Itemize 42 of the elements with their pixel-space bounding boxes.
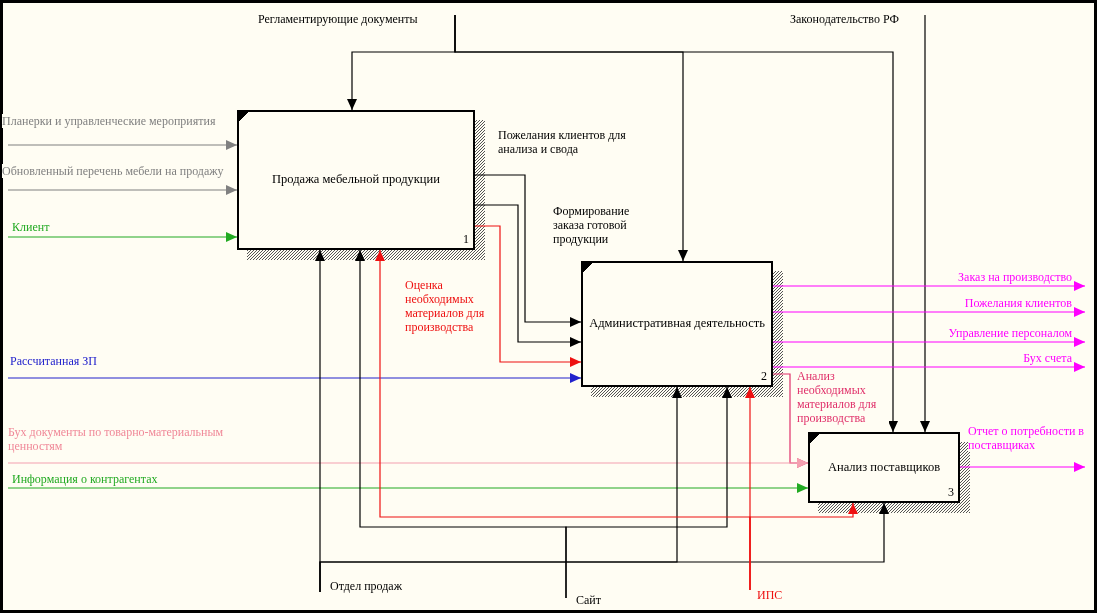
process-title: Анализ поставщиков — [826, 459, 942, 475]
arrow — [959, 462, 1086, 472]
edge-label: Планерки и управленческие мероприятия — [2, 114, 216, 128]
edge-label: Регламентирующие документы — [258, 12, 418, 26]
arrow — [749, 502, 858, 591]
edge-label: Бух счета — [1023, 351, 1072, 365]
edge-label: Управление персоналом — [948, 326, 1072, 340]
edge-label: Пожелания клиентов — [964, 296, 1072, 310]
arrow — [920, 14, 930, 433]
process-box — [808, 432, 960, 503]
arrow — [772, 307, 1086, 317]
process-number: 1 — [463, 232, 469, 247]
edge-label: Обновленный перечень мебели на продажу — [2, 164, 224, 178]
arrow — [772, 281, 1086, 291]
edge-label: Информация о контрагентах — [12, 472, 158, 486]
arrow — [474, 174, 582, 327]
process-number: 3 — [948, 485, 954, 500]
arrow — [7, 373, 582, 383]
edge-label: Сайт — [576, 593, 601, 607]
edge-label: Анализ необходимых материалов для производства — [797, 369, 889, 425]
process-title: Административная деятельность — [588, 315, 766, 331]
arrow — [7, 483, 809, 493]
arrow — [319, 502, 889, 593]
edge-label: Заказ на производство — [958, 270, 1072, 284]
arrow — [454, 14, 898, 433]
arrow — [7, 458, 809, 468]
arrow — [772, 337, 1086, 347]
edge-label: Законодательство РФ — [790, 12, 899, 26]
edge-label: Отдел продаж — [330, 579, 402, 593]
edge-label: Рассчитанная ЗП — [10, 354, 97, 368]
arrow — [7, 232, 238, 242]
arrow — [7, 185, 238, 195]
process-number: 2 — [761, 369, 767, 384]
edge-label: Клиент — [12, 220, 50, 234]
arrow — [474, 204, 582, 347]
arrow — [474, 225, 582, 367]
arrow — [772, 362, 1086, 372]
process-title: Продажа мебельной продукции — [271, 171, 441, 187]
process-box — [237, 110, 475, 250]
arrow — [7, 140, 238, 150]
process-box — [581, 261, 773, 387]
edge-label: ИПС — [757, 588, 783, 602]
